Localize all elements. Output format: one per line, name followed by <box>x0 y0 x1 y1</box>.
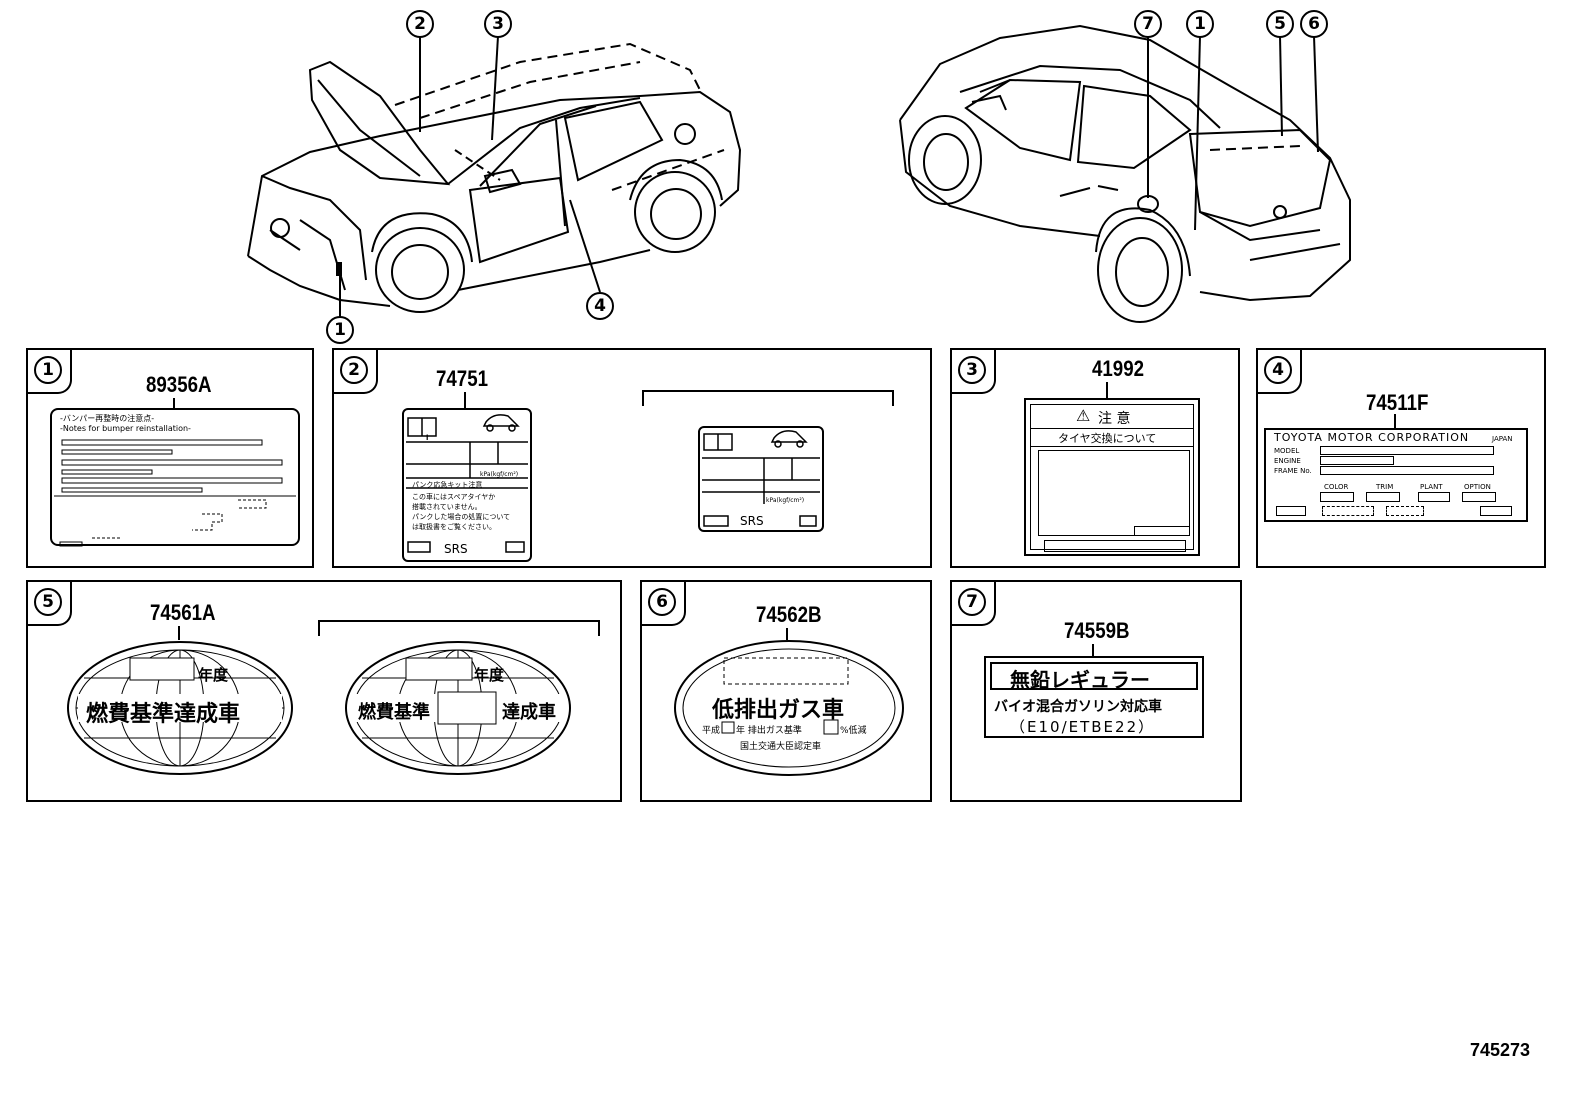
callout-front-3: 3 <box>484 10 512 38</box>
pressure-unit: kPa(kgf/cm²) <box>480 471 518 478</box>
panel-tab: 4 <box>1258 350 1302 394</box>
panel-index: 3 <box>958 356 986 384</box>
panel-6: 6 74562B 低排出ガス車 平成 年 排出ガス基準 %低減 国土交通大臣認定… <box>640 580 932 802</box>
unleaded-regular: 無鉛レギュラー <box>1010 668 1150 692</box>
pressure-unit-b: kPa(kgf/cm²) <box>766 497 804 504</box>
leader-line <box>1394 414 1396 428</box>
panel-3: 3 41992 ⚠ 注 意 タイヤ交換について <box>950 348 1240 568</box>
variant-bracket <box>642 390 894 406</box>
low-emission-emblem <box>674 640 904 776</box>
year-label-a: 年度 <box>198 666 229 684</box>
label-74511F: TOYOTA MOTOR CORPORATION JAPAN MODEL ENG… <box>1264 428 1528 522</box>
rear-car-drawing <box>899 24 1351 323</box>
panel-index: 2 <box>340 356 368 384</box>
panel-tab: 7 <box>952 582 996 626</box>
label-74559B: 無鉛レギュラー バイオ混合ガソリン対応車 （E10/ETBE22） <box>984 656 1204 738</box>
label-74751-b-art: kPa(kgf/cm²) <box>702 430 820 527</box>
srs-text: SRS <box>444 542 468 556</box>
jp-body-1: この車にはスペアタイヤか <box>412 493 496 501</box>
panel-1: 1 89356A -バンパー再整時の注意点- -Notes for bumper… <box>26 348 314 568</box>
part-number: 89356A <box>146 372 212 397</box>
label-89356A: -バンパー再整時の注意点- -Notes for bumper reinstal… <box>50 408 300 547</box>
leader-line <box>1106 382 1108 398</box>
leader-line <box>173 398 175 410</box>
e10-etbe-text: （E10/ETBE22） <box>1010 718 1156 736</box>
maker-name: TOYOTA MOTOR CORPORATION <box>1274 431 1470 444</box>
warning-icon: ⚠ <box>1076 406 1091 425</box>
label-74751-b: kPa(kgf/cm²) SRS <box>698 426 824 532</box>
emission-line-b: 年 排出ガス基準 <box>736 726 802 736</box>
panel-tab: 5 <box>28 582 72 626</box>
srs-text-b: SRS <box>740 514 764 528</box>
label-line-jp: -バンパー再整時の注意点- <box>60 414 155 423</box>
front-car-drawing <box>247 42 742 313</box>
caution-subtitle: タイヤ交換について <box>1058 432 1157 445</box>
callout-rear-1: 1 <box>1186 10 1214 38</box>
fuel-standard-text-b2: 達成車 <box>502 702 556 723</box>
panel-tab: 1 <box>28 350 72 394</box>
bio-fuel-text: バイオ混合ガソリン対応車 <box>994 699 1162 715</box>
field-color: COLOR <box>1324 483 1349 491</box>
callout-front-2: 2 <box>406 10 434 38</box>
caution-title: 注 意 <box>1098 411 1131 427</box>
field-trim: TRIM <box>1376 483 1394 491</box>
callout-rear-7: 7 <box>1134 10 1162 38</box>
callout-rear-5: 5 <box>1266 10 1294 38</box>
panel-tab: 6 <box>642 582 686 626</box>
row-engine: ENGINE <box>1274 457 1301 465</box>
field-option: OPTION <box>1464 483 1491 491</box>
jp-heading: パンク応急キット注意 <box>412 481 483 489</box>
low-emission-title: 低排出ガス車 <box>712 698 845 723</box>
part-number: 74559B <box>1064 618 1130 643</box>
globe-emblem-a <box>67 641 293 775</box>
panel-7: 7 74559B 無鉛レギュラー バイオ混合ガソリン対応車 （E10/ETBE2… <box>950 580 1242 802</box>
callout-rear-6: 6 <box>1300 10 1328 38</box>
label-89356A-body <box>54 439 296 547</box>
panel-index: 1 <box>34 356 62 384</box>
part-number: 74562B <box>756 602 822 627</box>
field-plant: PLANT <box>1420 483 1443 491</box>
vehicle-illustrations <box>247 24 1351 323</box>
fuel-standard-text-b1: 燃費基準 <box>358 702 430 723</box>
country: JAPAN <box>1492 435 1513 443</box>
part-number: 41992 <box>1092 356 1145 381</box>
part-number: 74561A <box>150 600 216 625</box>
panel-index: 5 <box>34 588 62 616</box>
i-icon: i <box>426 434 428 442</box>
panel-index: 7 <box>958 588 986 616</box>
variant-bracket <box>318 620 600 636</box>
emission-line-a: 平成 <box>702 726 721 736</box>
year-label-b: 年度 <box>474 666 505 684</box>
callout-front-1: 1 <box>326 316 354 344</box>
panel-tab: 2 <box>334 350 378 394</box>
panel-4: 4 74511F TOYOTA MOTOR CORPORATION JAPAN … <box>1256 348 1546 568</box>
label-74751-a-art: i kPa(kgf/cm²) <box>406 414 528 553</box>
emission-line-c: %低減 <box>840 726 867 736</box>
label-line-en: -Notes for bumper reinstallation- <box>60 424 191 433</box>
jp-body-4: は取扱書をご覧ください。 <box>412 523 496 531</box>
fuel-standard-text-a: 燃費基準達成車 <box>86 702 241 727</box>
panel-index: 6 <box>648 588 676 616</box>
part-number: 74511F <box>1366 390 1429 415</box>
row-frame: FRAME No. <box>1274 467 1312 475</box>
row-model: MODEL <box>1274 447 1300 455</box>
panel-tab: 3 <box>952 350 996 394</box>
leader-line <box>464 392 466 410</box>
panel-2: 2 74751 i kPa(kgf/cm²) パンク応急キット注意 <box>332 348 932 568</box>
emission-cert: 国土交通大臣認定車 <box>740 742 822 752</box>
diagram-number: 745273 <box>1470 1040 1531 1060</box>
jp-body-2: 搭載されていません。 <box>412 503 482 511</box>
globe-emblem-b <box>345 641 571 775</box>
unleaded-box <box>990 662 1198 690</box>
panel-index: 4 <box>1264 356 1292 384</box>
panel-5: 5 74561A 年度 燃費基準達成車 <box>26 580 622 802</box>
leader-line <box>786 628 788 640</box>
callout-front-4: 4 <box>586 292 614 320</box>
leader-line <box>1092 644 1094 658</box>
jp-body-3: パンクした場合の処置について <box>412 513 511 521</box>
label-41992: ⚠ 注 意 タイヤ交換について <box>1024 398 1200 556</box>
label-74751-a: i kPa(kgf/cm²) パンク応急キット注意 この車にはスペアタイヤか 搭… <box>402 408 532 562</box>
leader-line <box>178 626 180 640</box>
part-number: 74751 <box>436 366 489 391</box>
